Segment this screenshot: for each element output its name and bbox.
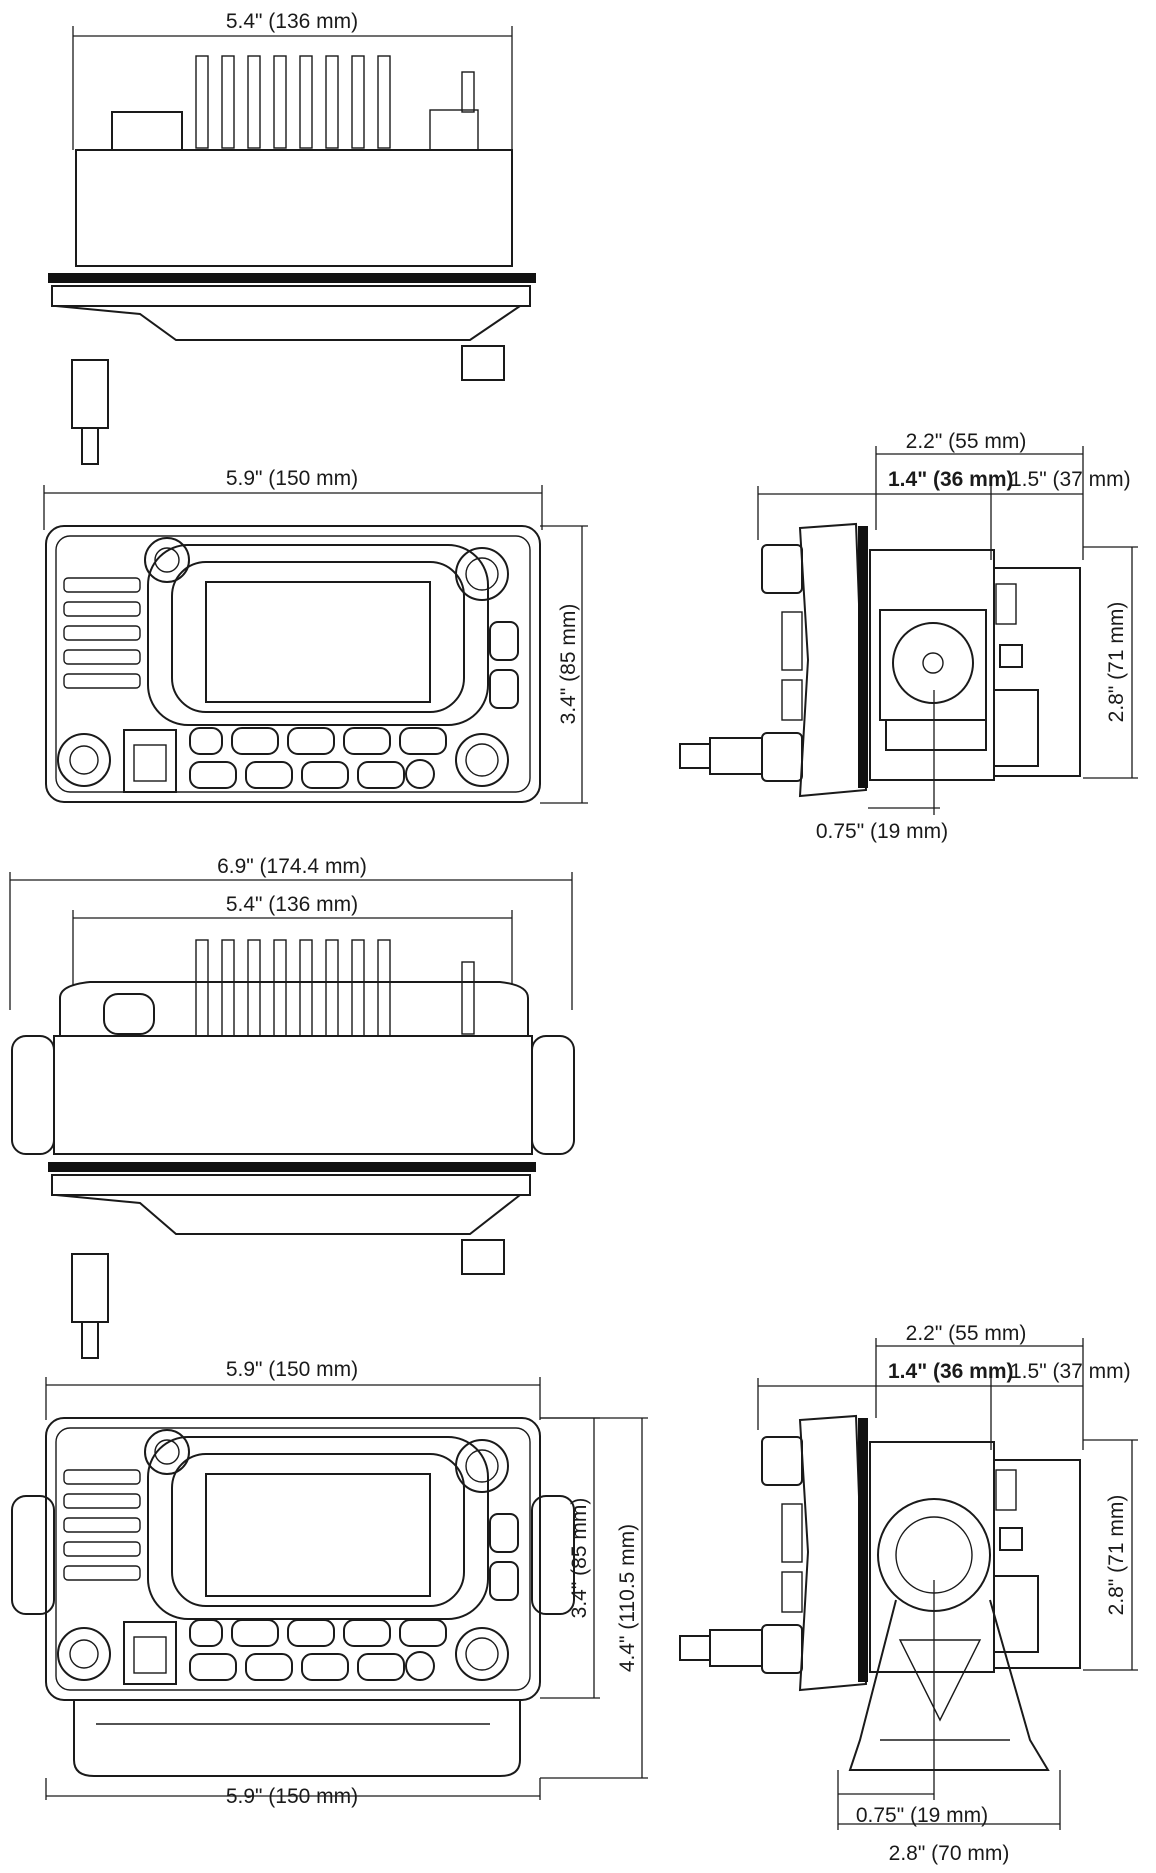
front1-height-label: 3.4" (85 mm) bbox=[557, 604, 580, 725]
side1-height-label: 2.8" (71 mm) bbox=[1105, 602, 1128, 723]
side2-base-label: 2.8" (70 mm) bbox=[889, 1842, 1010, 1865]
side-view-bracket: 2.2" (55 mm) 1.4" (36 mm) 1.5" (37 mm) 2… bbox=[679, 1322, 1138, 1865]
front2-bottom-width-label: 5.9" (150 mm) bbox=[226, 1785, 358, 1808]
front2-bracket-height-label: 4.4" (110.5 mm) bbox=[616, 1524, 639, 1672]
side2-height-label: 2.8" (71 mm) bbox=[1105, 1495, 1128, 1616]
side1-rear-label: 1.5" (37 mm) bbox=[1010, 468, 1131, 491]
top1-width-label: 5.4" (136 mm) bbox=[226, 10, 358, 33]
front-view-flush: 5.9" (150 mm) 3.4" (85 mm) bbox=[43, 467, 588, 804]
front2-height-label: 3.4" (85 mm) bbox=[568, 1498, 591, 1619]
side2-offset-label: 0.75" (19 mm) bbox=[856, 1804, 988, 1827]
front1-width-label: 5.9" (150 mm) bbox=[226, 467, 358, 490]
top2-width-label: 5.4" (136 mm) bbox=[226, 893, 358, 916]
front-view-bracket: 5.9" (150 mm) 3.4" (85 mm) 4.4" (110.5 m… bbox=[11, 1358, 648, 1808]
side2-rear-label: 1.5" (37 mm) bbox=[1010, 1360, 1131, 1383]
side-view-flush: 2.2" (55 mm) 1.4" (36 mm) 1.5" (37 mm) 2… bbox=[679, 430, 1138, 843]
side2-front-label: 1.4" (36 mm) bbox=[888, 1360, 1014, 1383]
side2-total-label: 2.2" (55 mm) bbox=[906, 1322, 1027, 1345]
top-view-bracket: 6.9" (174.4 mm) 5.4" (136 mm) bbox=[9, 855, 575, 1359]
side1-front-label: 1.4" (36 mm) bbox=[888, 468, 1014, 491]
front2-width-label: 5.9" (150 mm) bbox=[226, 1358, 358, 1381]
top2-overall-label: 6.9" (174.4 mm) bbox=[217, 855, 367, 878]
top-view-flush: 5.4" (136 mm) bbox=[48, 10, 536, 465]
side1-offset-label: 0.75" (19 mm) bbox=[816, 820, 948, 843]
side1-total-label: 2.2" (55 mm) bbox=[906, 430, 1027, 453]
